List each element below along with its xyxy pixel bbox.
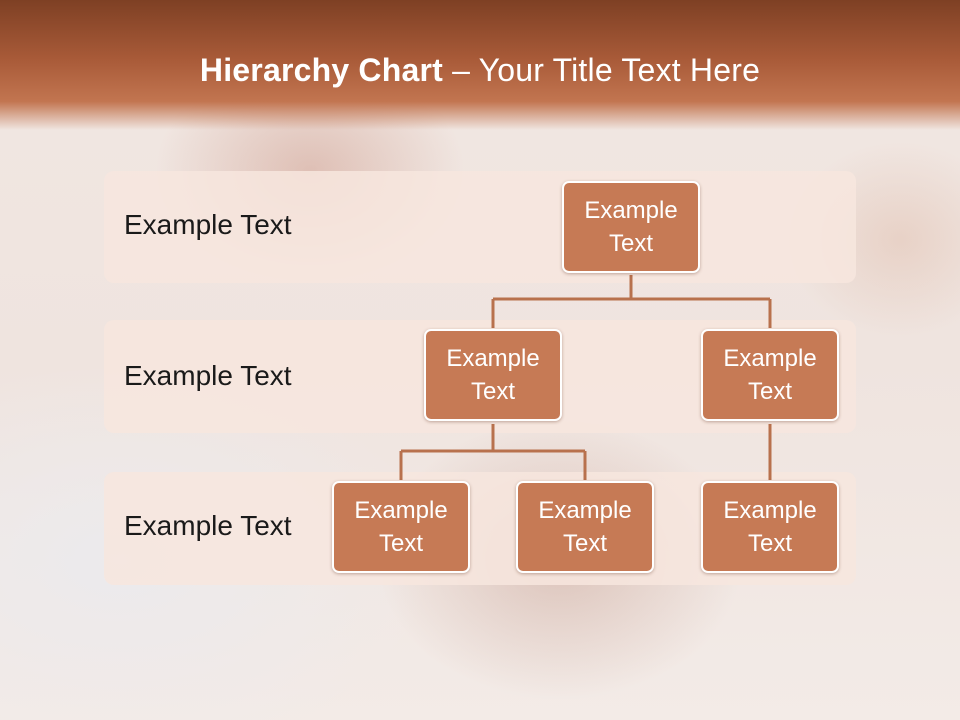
node-root: Example Text	[562, 181, 700, 273]
title-rest-part: – Your Title Text Here	[443, 52, 761, 88]
level-label-1: Example Text	[124, 209, 292, 240]
level-band-1: Example Text	[104, 171, 856, 283]
level-label-3: Example Text	[124, 510, 292, 541]
node-level3-right: Example Text	[701, 481, 839, 573]
node-level3-middle: Example Text	[516, 481, 654, 573]
connector-root-to-level2	[491, 275, 772, 328]
node-level3-left: Example Text	[332, 481, 470, 573]
title-bold-part: Hierarchy Chart	[199, 52, 443, 88]
connector-left-to-level3	[399, 424, 587, 480]
node-level2-right: Example Text	[701, 329, 839, 421]
title-bar	[0, 0, 960, 130]
level-label-2: Example Text	[124, 360, 292, 391]
slide-title: Hierarchy Chart – Your Title Text Here	[0, 52, 960, 89]
node-level2-left: Example Text	[424, 329, 562, 421]
